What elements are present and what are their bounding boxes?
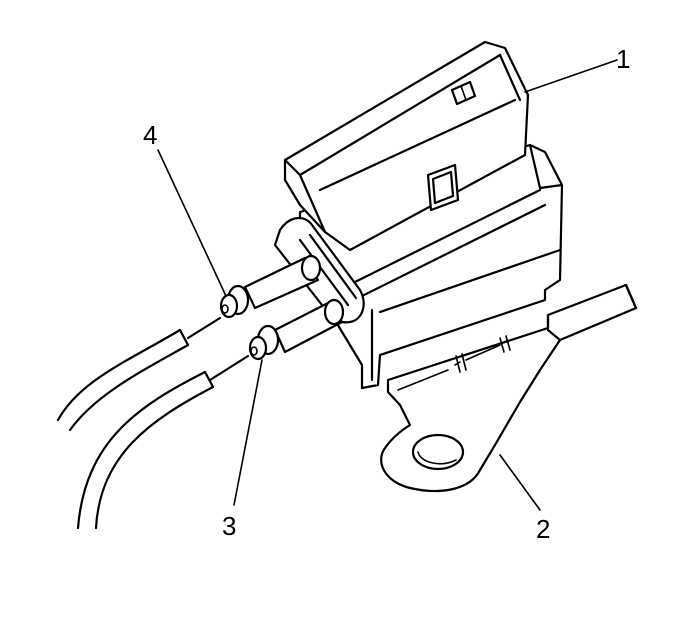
leader-3	[233, 359, 263, 506]
terminal-upper	[219, 254, 322, 319]
callout-3: 3	[222, 511, 236, 541]
callout-4: 4	[143, 120, 157, 150]
leader-2	[499, 454, 541, 511]
terminal-lower	[248, 298, 345, 361]
wire-harness	[56, 316, 250, 530]
leader-1	[524, 59, 618, 93]
connector-cover	[283, 40, 530, 252]
leader-lines	[157, 59, 618, 511]
mounting-bracket	[380, 283, 638, 493]
callout-1: 1	[616, 44, 630, 74]
callout-2: 2	[536, 514, 550, 544]
leader-4	[157, 149, 227, 297]
